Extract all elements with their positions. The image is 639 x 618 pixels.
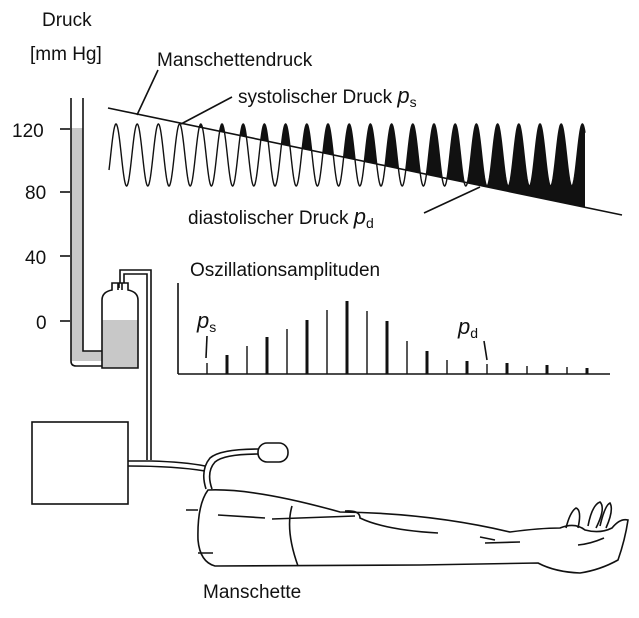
reservoir-bottle xyxy=(101,269,152,460)
cuff-pressure-leader xyxy=(136,69,159,116)
tick-0: 0 xyxy=(36,313,47,334)
bulb-hose-outer xyxy=(202,448,259,490)
bulb-hose-inner xyxy=(208,453,259,490)
diastolic-label: diastolischer Druck pd xyxy=(188,204,374,231)
amplitude-bars xyxy=(206,301,589,374)
oscillation-title: Oszillationsamplituden xyxy=(190,260,380,281)
inflation-bulb xyxy=(257,442,289,463)
tick-80: 80 xyxy=(25,183,46,204)
cuff-label: Manschette xyxy=(203,582,301,603)
arm-with-cuff xyxy=(186,489,629,574)
systolic-leader xyxy=(180,96,233,125)
oscillation-wave xyxy=(108,123,586,187)
pd-marker-leader xyxy=(483,340,488,361)
pd-marker-label: pd xyxy=(457,314,478,341)
tick-120: 120 xyxy=(12,121,44,142)
cuff-edge xyxy=(288,505,299,567)
manometer-tube xyxy=(70,98,110,367)
ps-marker-label: ps xyxy=(196,308,216,335)
diastolic-leader xyxy=(423,186,481,214)
tick-marks xyxy=(60,128,70,322)
cuff-pressure-line xyxy=(107,107,623,216)
hose-lower xyxy=(127,465,206,472)
tick-40: 40 xyxy=(25,248,46,269)
pressure-device-box xyxy=(31,421,129,505)
y-axis-unit: [mm Hg] xyxy=(30,44,102,65)
y-axis-title: Druck xyxy=(42,10,92,31)
cuff-pressure-label: Manschettendruck xyxy=(157,50,313,71)
hose-upper xyxy=(128,460,206,467)
ps-marker-leader xyxy=(205,335,208,359)
systolic-label: systolischer Druck ps xyxy=(238,83,417,110)
